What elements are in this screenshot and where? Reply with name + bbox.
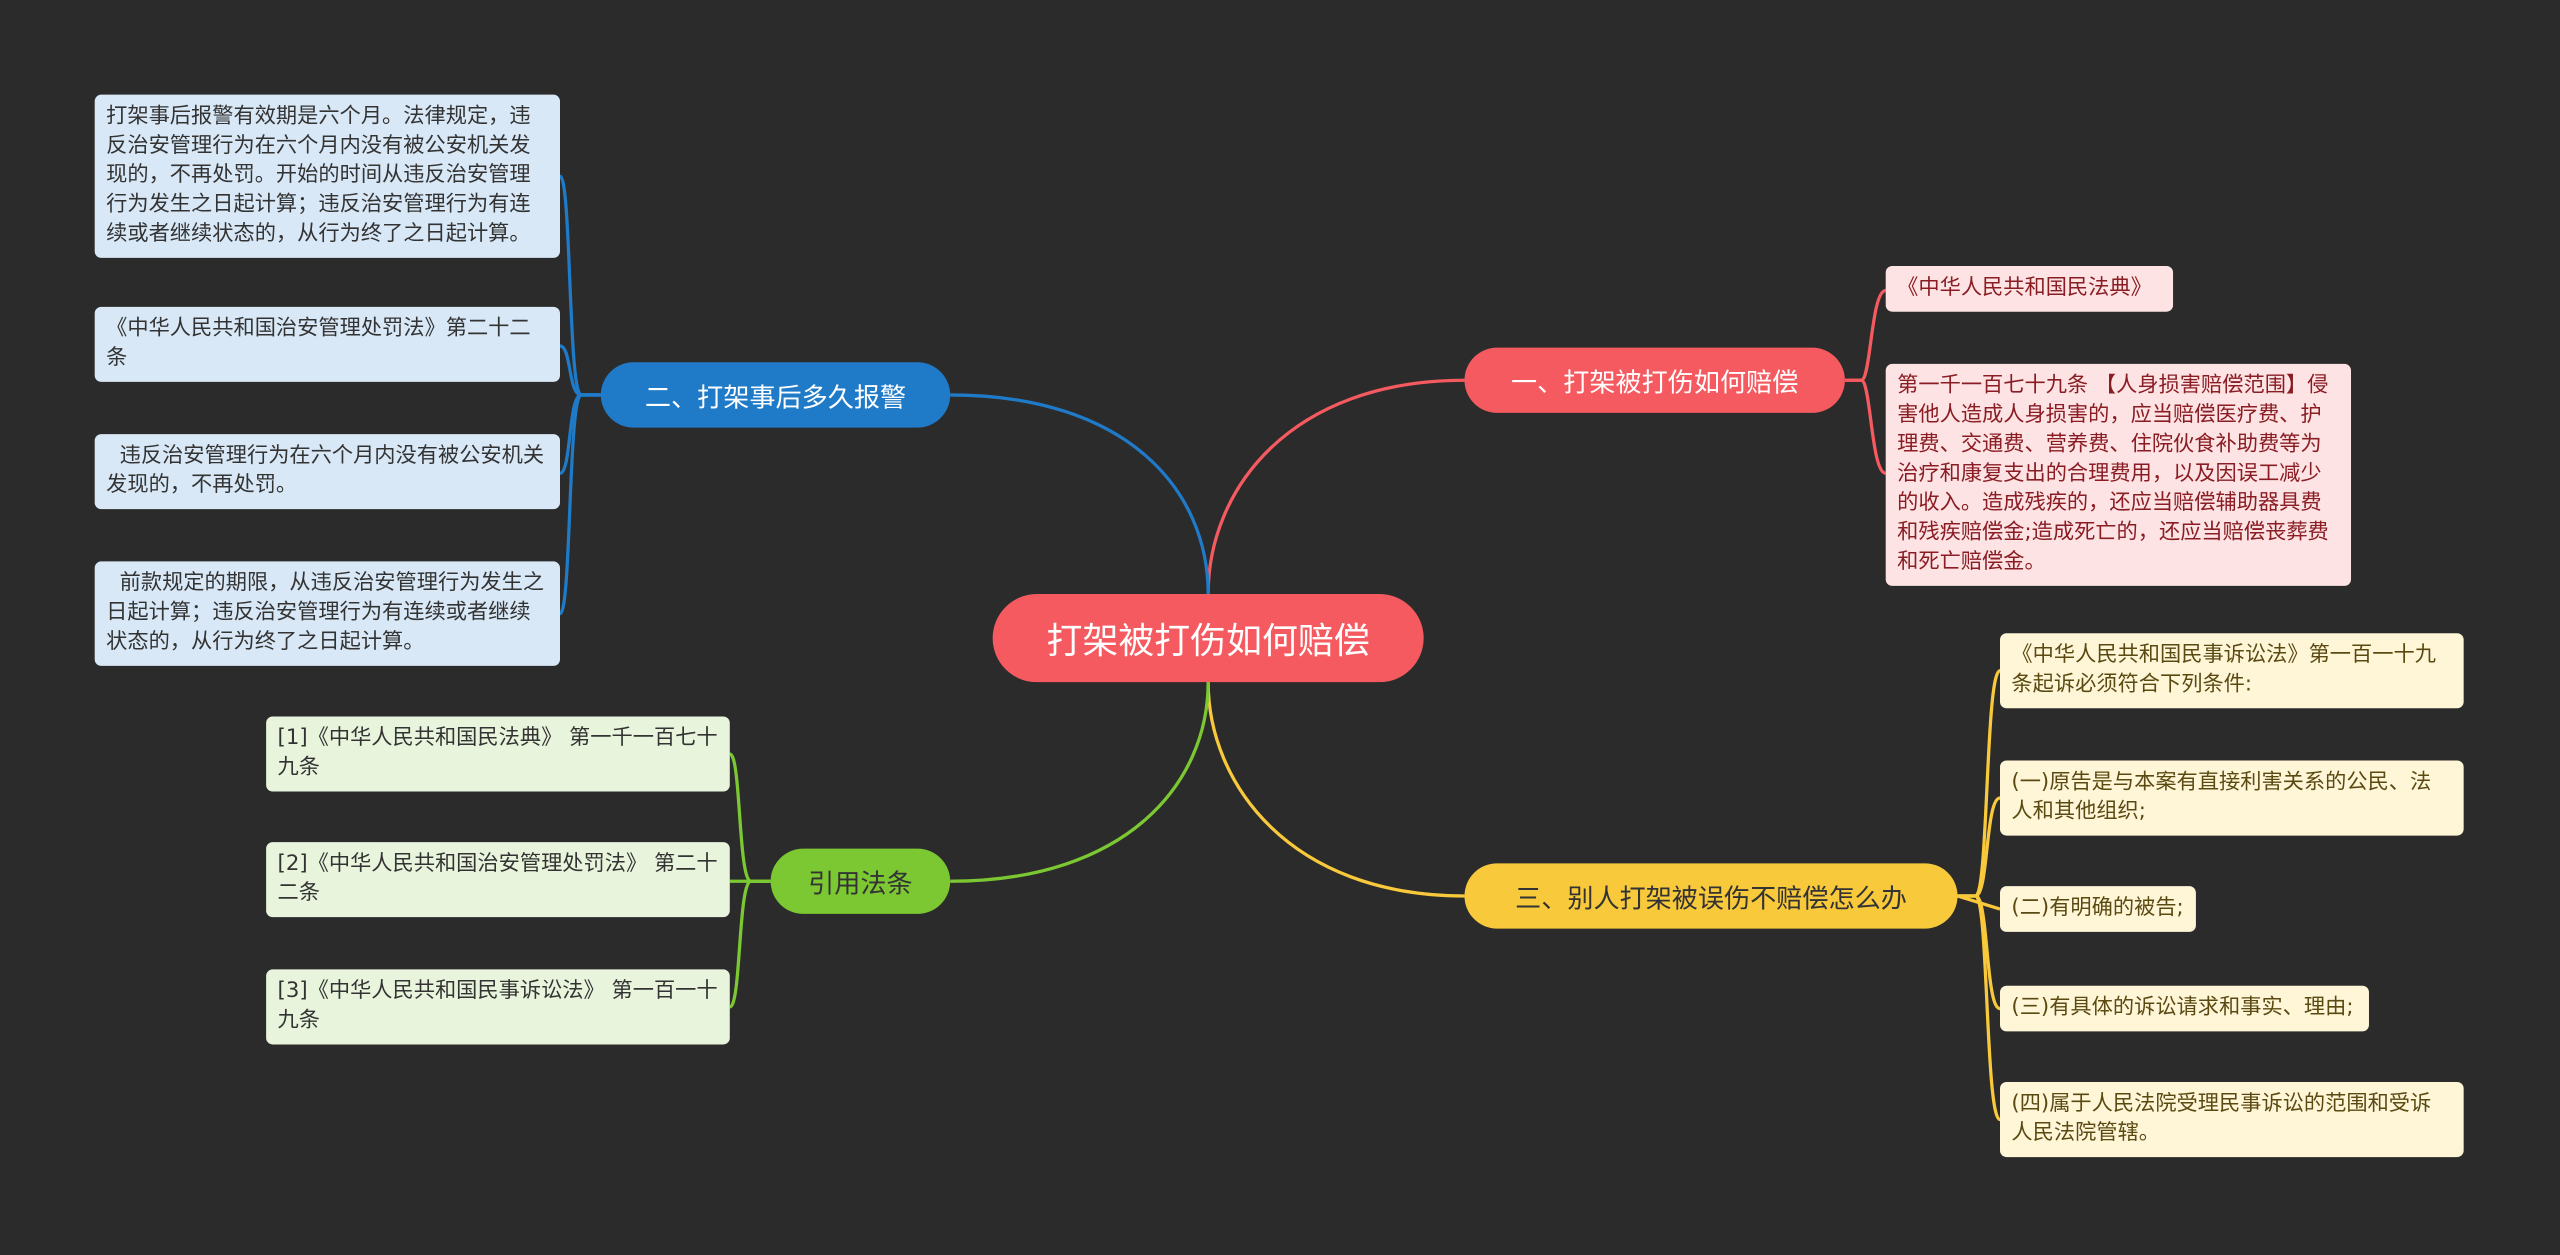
link-blue-4 — [558, 393, 601, 616]
link-green-1 — [728, 752, 771, 883]
leaf-laws-3[interactable]: [3]《中华人民共和国民事诉讼法》 第一百一十九条 — [266, 969, 730, 1045]
link-root-compensation — [1206, 378, 1465, 595]
link-root-nopay — [1206, 682, 1465, 898]
leaf-compensation-1[interactable]: 《中华人民共和国民法典》 — [1885, 266, 2174, 312]
link-yellow-5 — [1957, 894, 2002, 1122]
leaf-laws-2[interactable]: [2]《中华人民共和国治安管理处罚法》 第二十二条 — [266, 842, 730, 918]
link-yellow-2 — [1957, 796, 2001, 898]
leaf-no-pay-5[interactable]: (四)属于人民法院受理民事诉讼的范围和受诉人民法院管辖。 — [1999, 1082, 2464, 1158]
link-root-laws — [950, 682, 1210, 883]
leaf-laws-1[interactable]: [1]《中华人民共和国民法典》 第一千一百七十九条 — [266, 716, 730, 792]
link-yellow-4 — [1957, 894, 2001, 1011]
link-green-3 — [728, 879, 771, 1009]
link-blue-1 — [558, 174, 601, 397]
branch-laws[interactable]: 引用法条 — [770, 848, 951, 914]
branch-compensation[interactable]: 一、打架被打伤如何赔偿 — [1464, 347, 1845, 413]
link-root-report — [950, 393, 1210, 595]
link-blue-2 — [559, 344, 601, 397]
leaf-no-pay-2[interactable]: (一)原告是与本案有直接利害关系的公民、法人和其他组织; — [1999, 760, 2464, 836]
leaf-report-1[interactable]: 打架事后报警有效期是六个月。法律规定，违反治安管理行为在六个月内没有被公安机关发… — [94, 94, 560, 258]
leaf-no-pay-4[interactable]: (三)有具体的诉讼请求和事实、理由; — [1999, 985, 2369, 1032]
leaf-report-3[interactable]: 违反治安管理行为在六个月内没有被公安机关发现的，不再处罚。 — [94, 434, 560, 510]
leaf-report-2[interactable]: 《中华人民共和国治安管理处罚法》第二十二条 — [94, 306, 560, 382]
branch-no-pay[interactable]: 三、别人打架被误伤不赔偿怎么办 — [1464, 863, 1958, 929]
branch-report[interactable]: 二、打架事后多久报警 — [600, 362, 951, 428]
link-yellow-1 — [1957, 669, 2002, 898]
leaf-no-pay-3[interactable]: (二)有明确的被告; — [1999, 886, 2196, 932]
link-blue-3 — [559, 393, 601, 475]
link-red-2 — [1844, 378, 1887, 475]
leaf-no-pay-1[interactable]: 《中华人民共和国民事诉讼法》第一百一十九条起诉必须符合下列条件: — [1999, 633, 2464, 709]
leaf-report-4[interactable]: 前款规定的期限，从违反治安管理行为发生之日起计算；违反治安管理行为有连续或者继续… — [94, 561, 560, 666]
root-topic[interactable]: 打架被打伤如何赔偿 — [992, 594, 1424, 683]
leaf-compensation-2[interactable]: 第一千一百七十九条 【人身损害赔偿范围】侵害他人造成人身损害的，应当赔偿医疗费、… — [1885, 363, 2352, 586]
link-red-1 — [1844, 288, 1887, 382]
